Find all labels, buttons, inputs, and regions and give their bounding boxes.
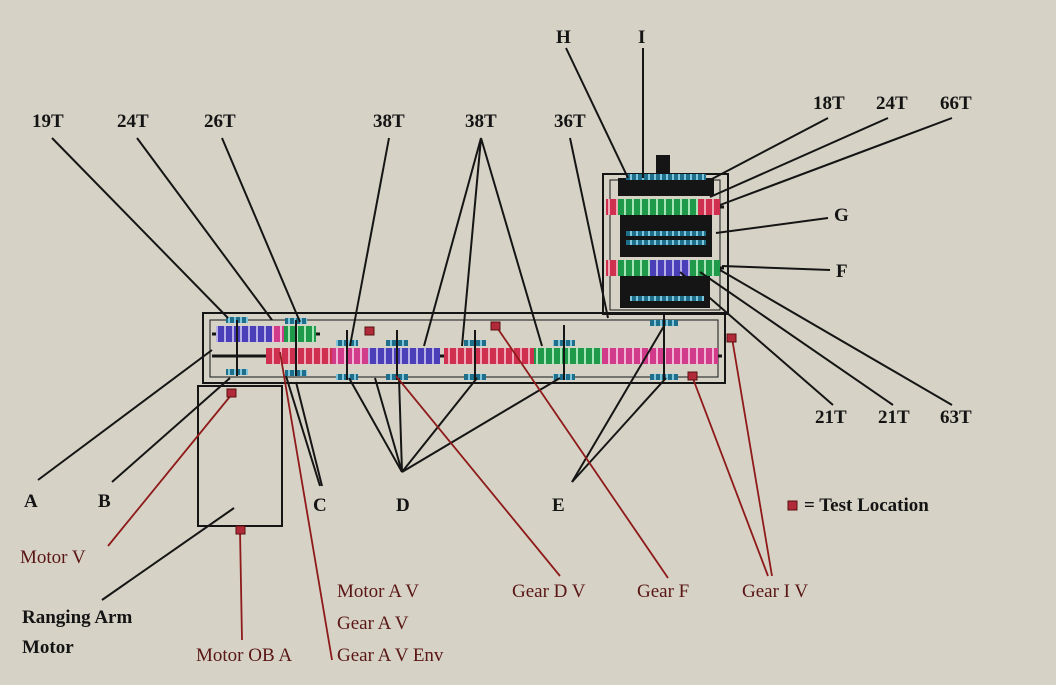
test-leader-lines [107,325,773,661]
gear-26t [284,326,316,342]
bearing-upper-low [630,296,704,301]
label-motor-ob-a: Motor OB A [196,645,293,666]
label-38t-a: 38T [373,111,405,132]
test-markers [226,321,737,535]
label-19t: 19T [32,111,64,132]
label-g: G [834,205,849,226]
label-d: D [396,495,410,516]
bearing-g-1 [626,231,706,236]
gear-19t [216,326,272,342]
gear-38t-d [534,348,602,364]
label-motor: Motor [22,637,74,658]
label-motor-v: Motor V [20,547,86,568]
gear-38t-b [368,348,440,364]
planet-carrier [618,178,714,196]
label-24t-upper: 24T [876,93,908,114]
motor-housing [197,385,283,527]
label-b: B [98,491,111,512]
gear-38t-a [332,348,368,364]
label-motor-a-v: Motor A V [337,581,420,602]
bearing-i-top [626,174,706,180]
label-a: A [24,491,38,512]
gear-21t-a [606,260,618,276]
label-gear-a-v-env: Gear A V Env [337,645,444,666]
gear-18t [606,199,618,215]
gear-38t-c [444,348,534,364]
shaft-verticals [236,314,665,380]
label-26t: 26T [204,111,236,132]
label-e: E [552,495,565,516]
label-18t: 18T [813,93,845,114]
gear-63t [618,260,650,276]
label-36t: 36T [554,111,586,132]
label-i: I [638,27,646,48]
label-24t-input: 24T [117,111,149,132]
gear-21t-b [650,260,690,276]
label-gear-d-v: Gear D V [512,581,586,602]
legend-marker [787,500,798,511]
label-21t-a: 21T [815,407,847,428]
legend-text: = Test Location [804,495,929,516]
bearing-g-2 [626,240,706,245]
main-housing [202,312,726,384]
label-38t-b: 38T [465,111,497,132]
gear-main-red [266,348,332,364]
label-gear-a-v: Gear A V [337,613,409,634]
label-ranging-arm: Ranging Arm [22,607,133,628]
label-66t: 66T [940,93,972,114]
gear-36t [602,348,718,364]
label-c: C [313,495,327,516]
label-f: F [836,261,848,282]
label-gear-i-v: Gear I V [742,581,809,602]
lower-carrier [620,276,710,308]
label-63t: 63T [940,407,972,428]
label-h: H [556,27,571,48]
label-gear-f: Gear F [637,581,690,602]
output-shaft-top [656,155,670,175]
label-21t-b: 21T [878,407,910,428]
leader-lines [37,47,953,601]
gear-66t [618,199,698,215]
gear-24t [698,199,720,215]
gear-21t-c [690,260,720,276]
